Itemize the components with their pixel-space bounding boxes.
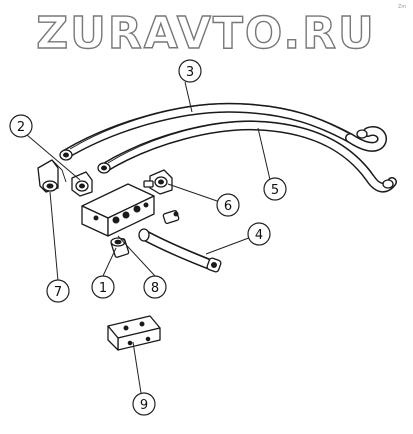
svg-text:9: 9 — [140, 398, 148, 413]
watermark-text: ZURAVTO.RU — [36, 8, 375, 59]
svg-text:5: 5 — [271, 183, 279, 198]
part-6-elbow-fitting — [143, 169, 173, 195]
hose-3 — [61, 102, 355, 159]
corner-mark: Zm — [398, 4, 406, 10]
hose-5-left-fitting — [97, 162, 111, 174]
callout-1: 1 — [91, 275, 115, 299]
hose-5 — [99, 120, 397, 193]
part-8-distribution-block — [81, 183, 155, 237]
hose-3-end-loop — [345, 126, 387, 152]
callout-7: 7 — [46, 279, 70, 303]
svg-text:7: 7 — [54, 285, 62, 300]
svg-text:1: 1 — [99, 281, 107, 296]
part-2-elbow-fitting — [71, 171, 93, 197]
callout-8: 8 — [143, 275, 167, 299]
block-side-connector — [162, 209, 180, 225]
hose-4 — [138, 228, 222, 273]
part-7-elbow-fitting — [37, 159, 67, 193]
part-9-mounting-bracket — [107, 315, 161, 351]
hose-5-end-fitting — [382, 179, 394, 189]
svg-text:3: 3 — [186, 65, 194, 80]
hose-3-left-fitting — [59, 149, 73, 161]
callout-3: 3 — [178, 59, 202, 83]
callout-9: 9 — [132, 392, 156, 416]
svg-text:2: 2 — [17, 120, 25, 135]
svg-text:4: 4 — [255, 228, 263, 243]
part-1-straight-fitting — [110, 237, 130, 258]
svg-text:8: 8 — [151, 281, 159, 296]
callout-6: 6 — [216, 193, 240, 217]
leader-lines — [26, 81, 272, 394]
callout-5: 5 — [263, 177, 287, 201]
callout-2: 2 — [9, 114, 33, 138]
svg-text:6: 6 — [224, 199, 232, 214]
callout-4: 4 — [247, 222, 271, 246]
